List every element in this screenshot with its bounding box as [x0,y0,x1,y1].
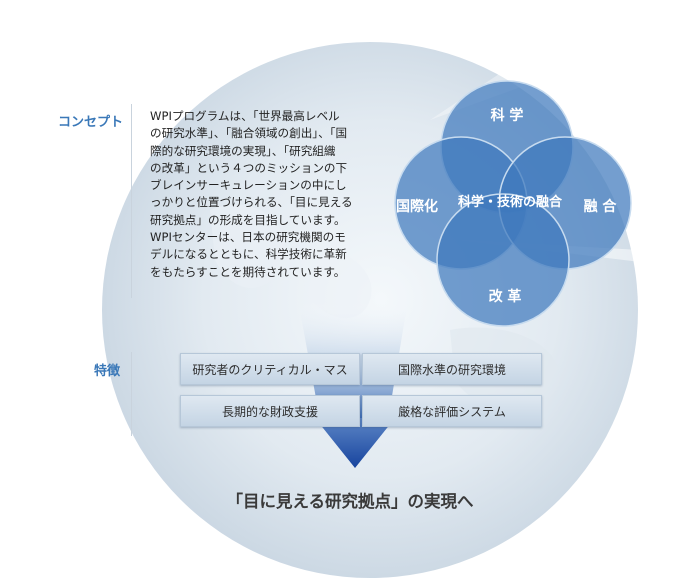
feature-critical-mass: 研究者のクリティカル・マス [180,353,360,385]
features-label: 特徴 [94,364,121,379]
venn-label-fusion: 融 合 [584,198,618,215]
feature-evaluation-system: 厳格な評価システム [362,395,542,427]
feature-financial-support: 長期的な財政支援 [180,395,360,427]
feature-research-environment: 国際水準の研究環境 [362,353,542,385]
venn-label-reform: 改 革 [489,288,522,305]
venn-label-internationalization: 国際化 [396,198,438,215]
concept-rule [131,104,132,298]
venn-label-science: 科 学 [491,107,524,124]
result-arrow [315,418,395,468]
venn-label-center: 科学・技術の融合 [458,194,563,210]
venn-circle-reform [436,193,570,327]
concept-label: コンセプト [58,115,124,130]
concept-description: WPIプログラムは、「世界最高レベル の研究水準」、「融合領域の創出」、「国 際… [150,109,353,279]
result-title: 「目に見える研究拠点」の実現へ [226,492,474,511]
features-rule [131,352,132,436]
venn-diagram: 科 学 国際化 融 合 改 革 科学・技術の融合 [394,80,632,327]
